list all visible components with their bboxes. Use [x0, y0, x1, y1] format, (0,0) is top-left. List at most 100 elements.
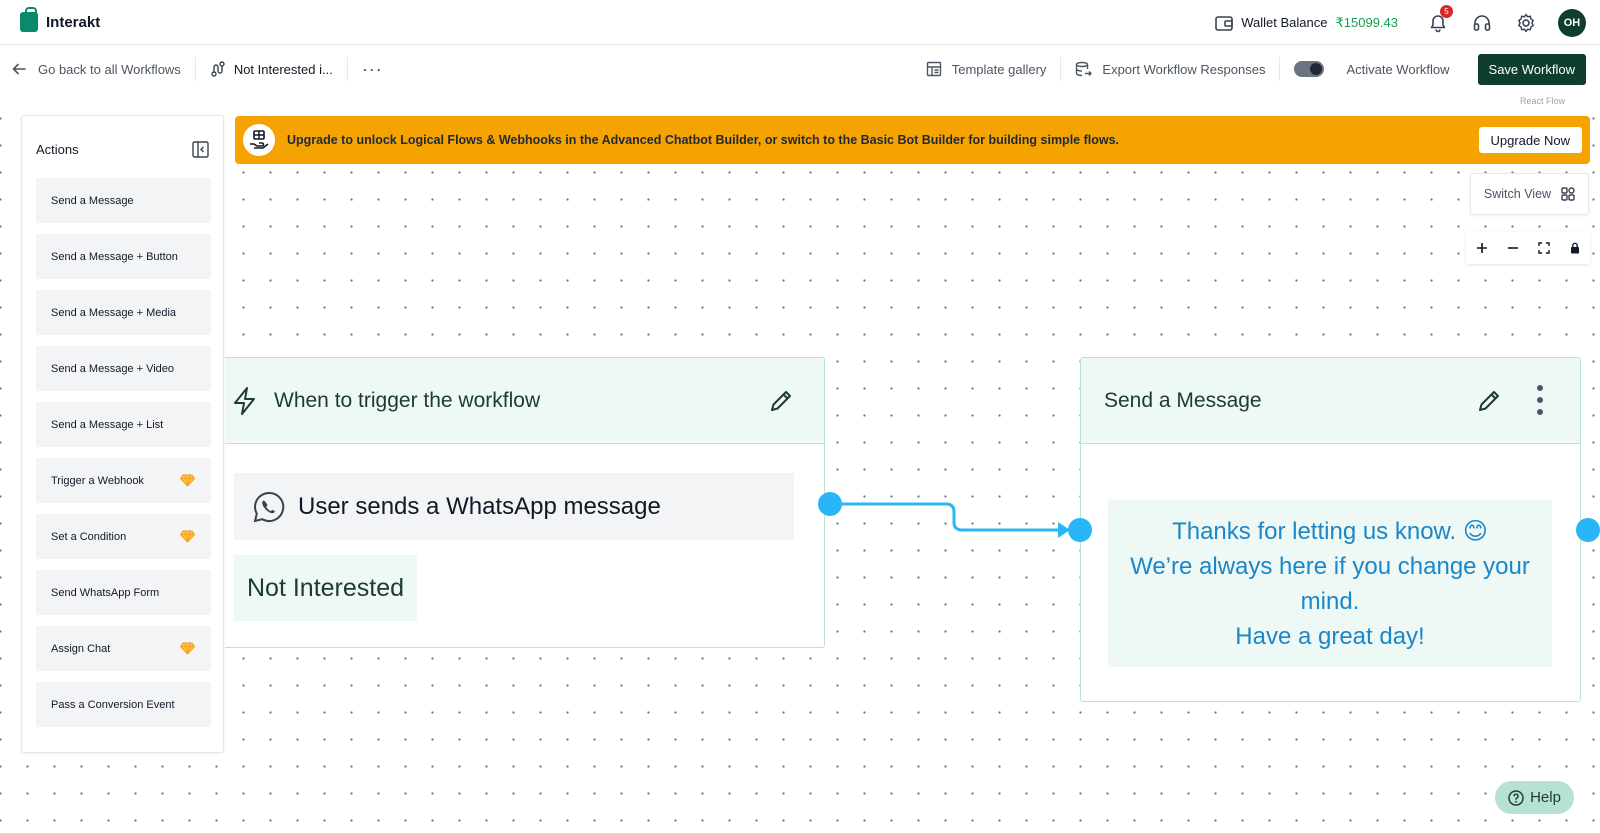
actions-title: Actions: [36, 142, 79, 157]
brand[interactable]: Interakt: [20, 7, 101, 32]
zoom-out-button[interactable]: [1501, 236, 1525, 260]
lock-button[interactable]: [1563, 236, 1587, 260]
toolbar-right: Template gallery Export Workflow Respons…: [926, 46, 1586, 92]
action-item[interactable]: Send a Message + Video: [36, 346, 211, 391]
export-responses-button[interactable]: Export Workflow Responses: [1075, 61, 1265, 77]
message-line: We’re always here if you change your: [1130, 552, 1530, 580]
wallet-label: Wallet Balance: [1241, 15, 1328, 30]
activate-toggle[interactable]: [1294, 61, 1325, 77]
lightning-icon: [231, 386, 259, 416]
action-item-label: Send a Message + Media: [51, 306, 177, 319]
actions-header: Actions: [22, 116, 223, 161]
support-button[interactable]: [1470, 11, 1494, 35]
divider: [346, 57, 348, 81]
zoom-controls: [1466, 232, 1590, 264]
help-circle-icon: [1508, 789, 1524, 806]
template-icon: [926, 61, 942, 77]
workflow-icon: [210, 61, 226, 77]
notifications-button[interactable]: 5: [1426, 4, 1453, 35]
premium-diamond-icon: [180, 530, 195, 543]
topnav-right: Wallet Balance ₹15099.43 5 OH: [1215, 0, 1586, 45]
pencil-icon[interactable]: [768, 388, 794, 414]
workflow-name-label: Not Interested i...: [233, 61, 333, 77]
action-item-label: Pass a Conversion Event: [51, 698, 175, 711]
more-options-button[interactable]: ···: [361, 58, 383, 79]
divider: [1279, 57, 1281, 81]
notification-count-badge: 5: [1440, 4, 1453, 18]
premium-diamond-icon: [180, 642, 195, 655]
trigger-event: User sends a WhatsApp message: [234, 473, 794, 540]
bell-icon: [1428, 13, 1448, 33]
action-item-label: Send a Message: [51, 194, 134, 207]
upgrade-now-button[interactable]: Upgrade Now: [1478, 127, 1582, 153]
template-gallery-button[interactable]: Template gallery: [926, 61, 1047, 77]
divider: [194, 57, 196, 81]
action-item[interactable]: Send WhatsApp Form: [36, 570, 211, 615]
action-item[interactable]: Send a Message + Media: [36, 290, 211, 335]
grid-view-icon: [1561, 187, 1575, 201]
wallet-balance[interactable]: Wallet Balance ₹15099.43: [1215, 15, 1398, 31]
switch-view-label: Switch View: [1483, 187, 1552, 201]
action-item-label: Send a Message + Video: [51, 362, 175, 375]
hand-gift-icon: [243, 124, 275, 156]
lock-icon: [1570, 242, 1580, 254]
send-message-node-title: Send a Message: [1104, 388, 1262, 412]
action-item[interactable]: Set a Condition: [36, 514, 211, 559]
interakt-logo-icon: [20, 7, 38, 32]
trigger-output-handle[interactable]: [818, 492, 842, 516]
minus-icon: [1507, 242, 1519, 254]
wallet-amount: ₹15099.43: [1335, 14, 1399, 30]
gear-icon: [1516, 13, 1536, 33]
banner-text: Upgrade to unlock Logical Flows & Webhoo…: [287, 133, 1120, 147]
arrow-left-icon: [12, 62, 26, 76]
message-preview: Thanks for letting us know. 😊 We’re alwa…: [1108, 500, 1552, 667]
export-database-icon: [1075, 61, 1093, 77]
pencil-icon[interactable]: [1476, 388, 1502, 414]
react-flow-attribution[interactable]: React Flow: [1519, 96, 1565, 106]
action-item[interactable]: Send a Message: [36, 178, 211, 223]
top-navbar: Interakt Wallet Balance ₹15099.43 5 OH: [0, 0, 1600, 45]
back-to-workflows-link[interactable]: Go back to all Workflows: [12, 62, 181, 77]
send-message-input-handle[interactable]: [1068, 518, 1092, 542]
fit-view-button[interactable]: [1532, 236, 1556, 260]
settings-button[interactable]: [1514, 11, 1538, 35]
help-button[interactable]: Help: [1495, 781, 1574, 814]
message-line: Thanks for letting us know. 😊: [1172, 517, 1488, 545]
action-item[interactable]: Assign Chat: [36, 626, 211, 671]
switch-view-button[interactable]: Switch View: [1470, 173, 1589, 215]
trigger-node-title: When to trigger the workflow: [274, 388, 541, 412]
action-item[interactable]: Pass a Conversion Event: [36, 682, 211, 727]
action-item-label: Send a Message + Button: [51, 250, 178, 263]
send-message-node-header: Send a Message: [1081, 358, 1580, 444]
help-label: Help: [1530, 789, 1561, 806]
action-item[interactable]: Send a Message + Button: [36, 234, 211, 279]
trigger-event-label: User sends a WhatsApp message: [298, 492, 661, 520]
brand-name: Interakt: [46, 13, 101, 31]
activate-workflow-control[interactable]: Activate Workflow: [1294, 61, 1450, 77]
save-workflow-button[interactable]: Save Workflow: [1477, 53, 1586, 85]
trigger-node[interactable]: When to trigger the workflow User sends …: [225, 357, 825, 648]
action-item[interactable]: Send a Message + List: [36, 402, 211, 447]
back-label: Go back to all Workflows: [38, 61, 181, 77]
workflow-name[interactable]: Not Interested i...: [210, 61, 333, 77]
wallet-icon: [1215, 15, 1234, 31]
premium-diamond-icon: [180, 474, 195, 487]
zoom-in-button[interactable]: [1470, 236, 1494, 260]
plus-icon: [1476, 242, 1488, 254]
collapse-panel-icon[interactable]: [192, 141, 209, 158]
export-responses-label: Export Workflow Responses: [1102, 61, 1266, 77]
send-message-output-handle[interactable]: [1576, 518, 1600, 542]
message-line: Have a great day!: [1235, 622, 1425, 650]
kebab-menu-icon[interactable]: [1536, 384, 1544, 416]
keyword-tag: Not Interested: [234, 555, 418, 621]
template-gallery-label: Template gallery: [951, 61, 1047, 77]
send-message-node[interactable]: Send a Message Thanks for letting us kno…: [1080, 357, 1581, 702]
fit-view-icon: [1537, 242, 1550, 254]
whatsapp-icon: [252, 490, 286, 524]
trigger-node-header: When to trigger the workflow: [225, 358, 824, 444]
activate-label: Activate Workflow: [1346, 61, 1450, 77]
action-item[interactable]: Trigger a Webhook: [36, 458, 211, 503]
user-avatar[interactable]: OH: [1558, 8, 1586, 37]
